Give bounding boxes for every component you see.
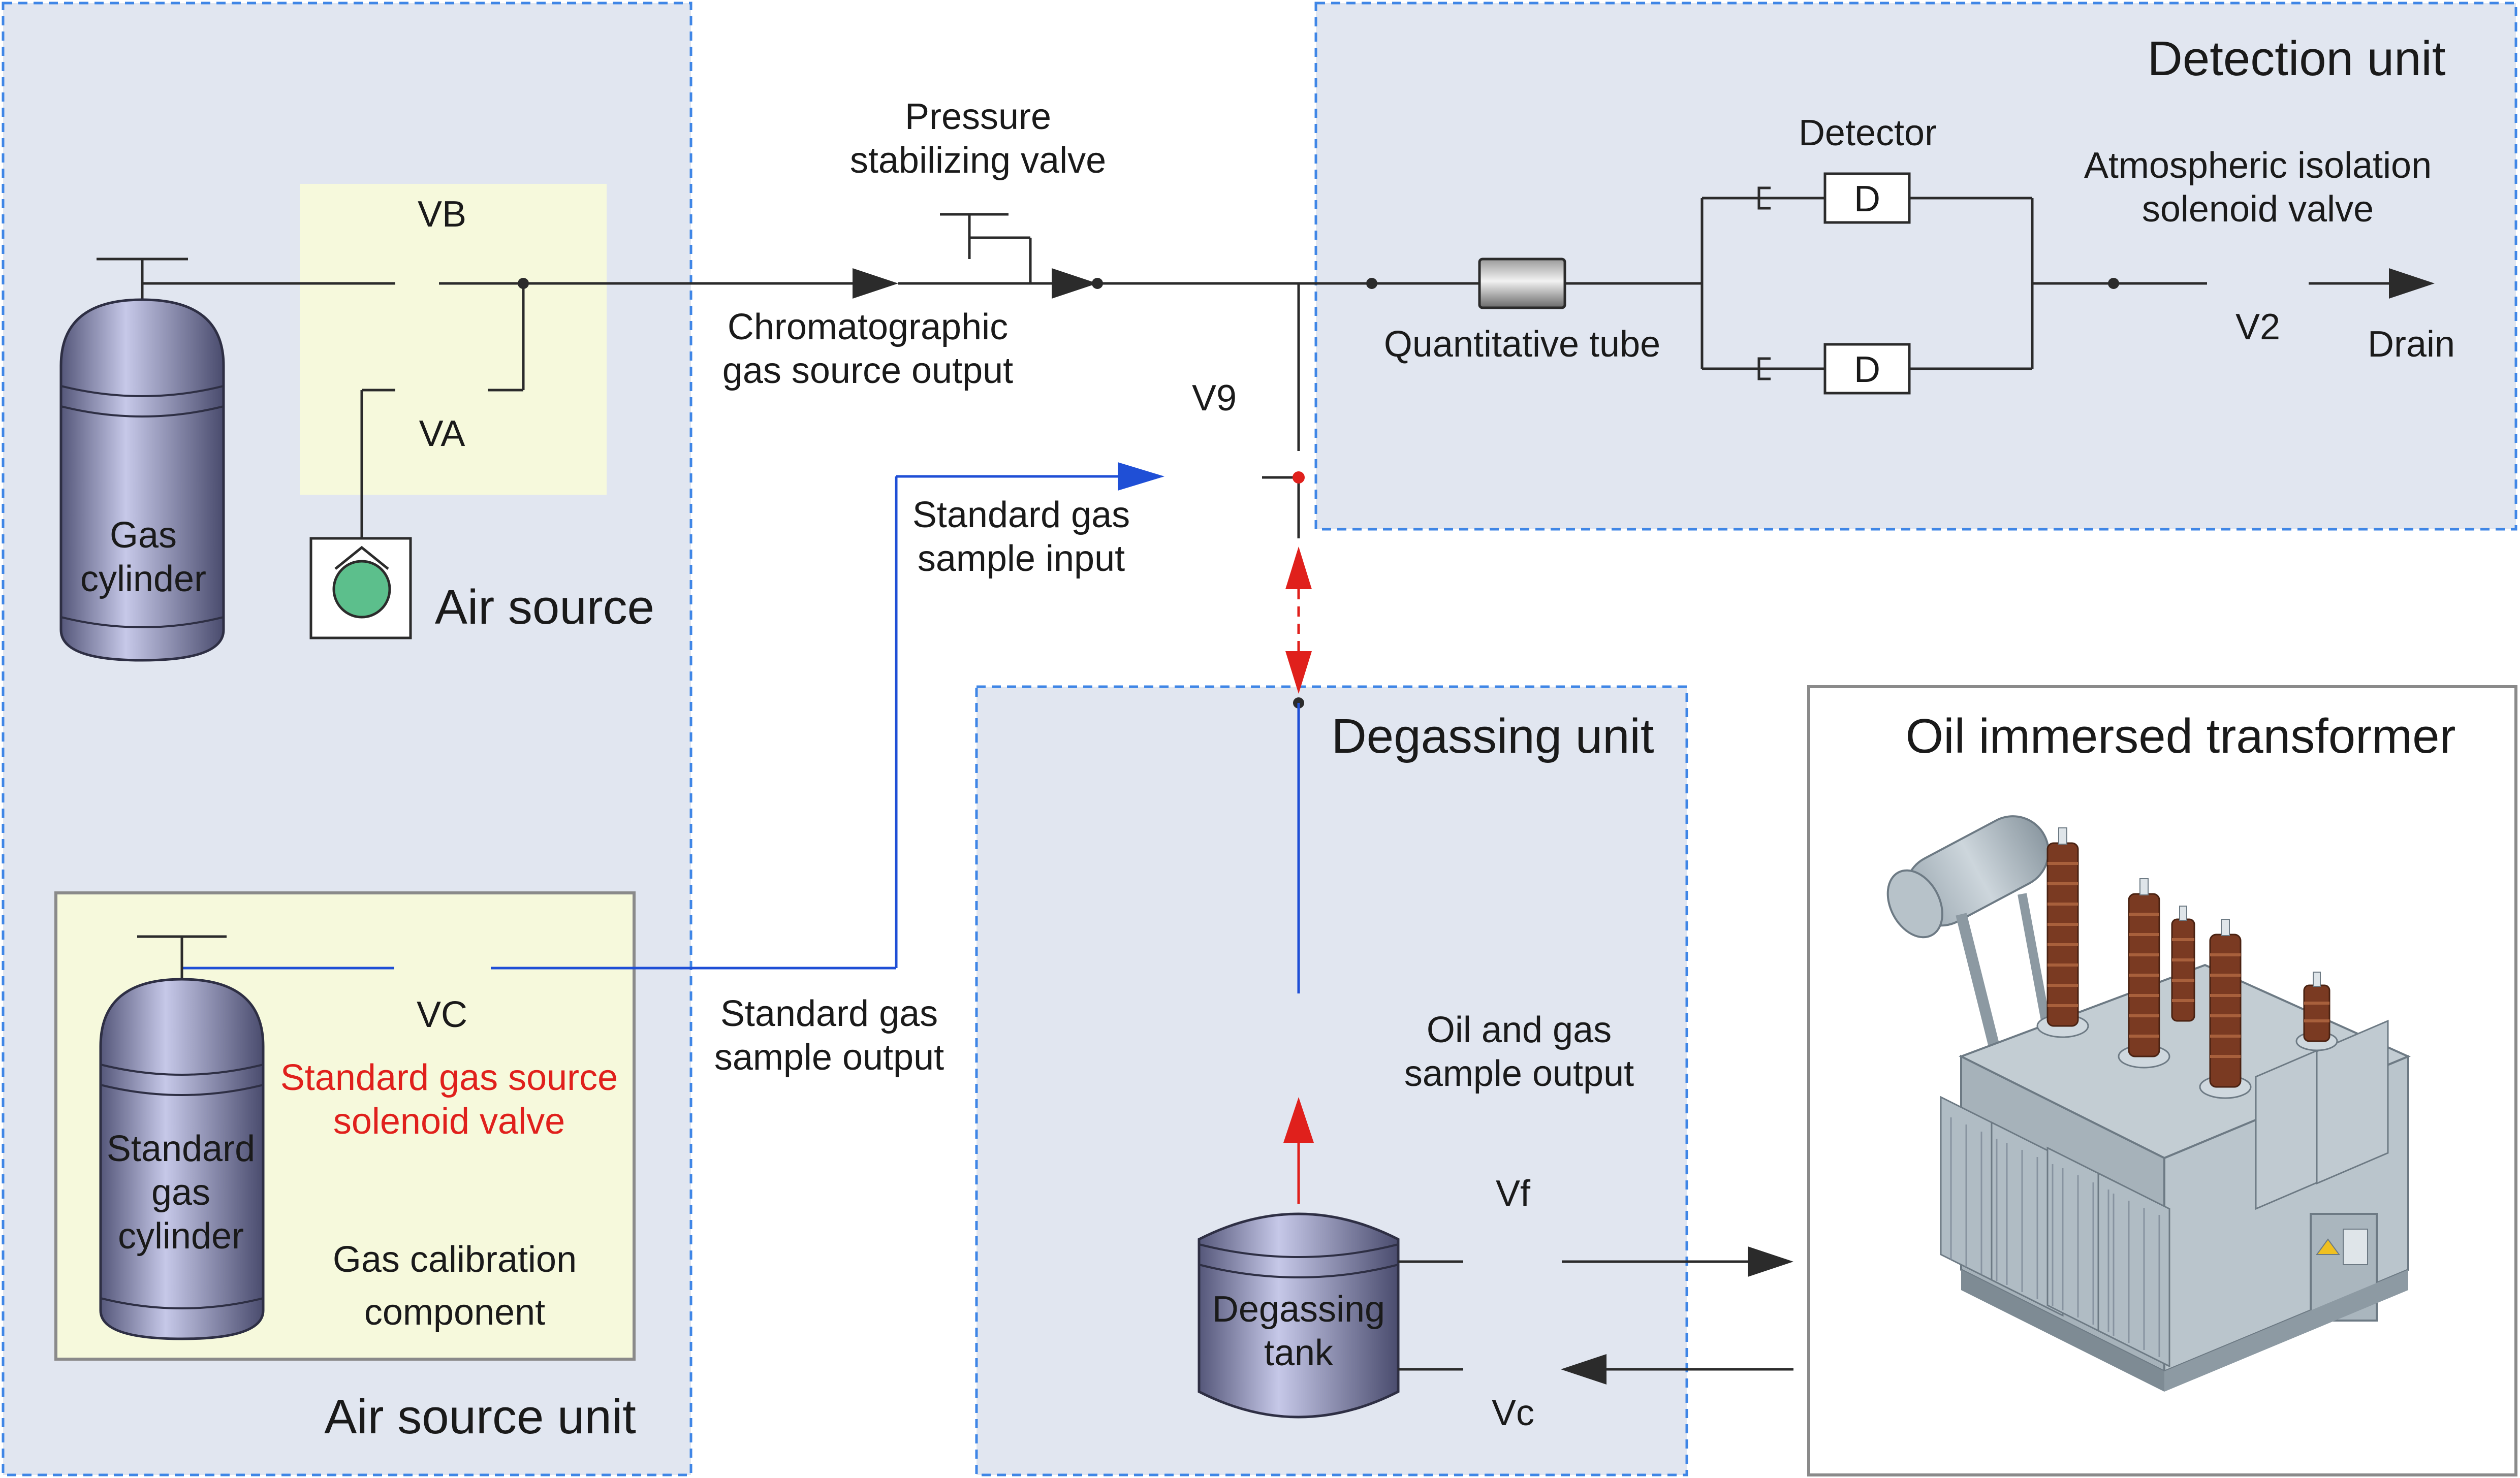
isolation-valve-label-line1: Atmospheric isolation [2084, 145, 2432, 186]
degassing-unit-title: Degassing unit [1331, 709, 1654, 763]
pressure-valve-label-line2: stabilizing valve [850, 140, 1106, 181]
svg-text:D: D [1854, 349, 1880, 390]
chromatographic-output-label-line1: Chromatographic [728, 307, 1008, 347]
valve-v9-label: V9 [1192, 378, 1237, 419]
degassing-output-line [1283, 703, 1314, 1204]
standard-output-label-line2: sample output [714, 1037, 944, 1078]
standard-gas-line [183, 462, 1164, 970]
oil-gas-output-label-line1: Oil and gas [1427, 1010, 1612, 1050]
gas-calibration-label-line1: Gas calibration [333, 1239, 577, 1280]
oil-gas-output-label-line2: sample output [1404, 1053, 1634, 1094]
valve-vc-lower-label: Vc [1492, 1393, 1534, 1433]
drain-line [2309, 268, 2435, 299]
standard-cylinder-label-line3: cylinder [118, 1216, 244, 1257]
standard-valve-label-line2: solenoid valve [333, 1101, 565, 1142]
pressure-stabilizing-valve-symbol [940, 213, 1032, 283]
standard-gas-cylinder: Standard gas cylinder [99, 935, 265, 1340]
gas-cylinder-label-line1: Gas [110, 515, 177, 556]
transformer-title: Oil immersed transformer [1906, 709, 2456, 763]
degassing-tank-label-line1: Degassing [1212, 1289, 1385, 1330]
valve-vb-label: VB [418, 194, 466, 235]
valve-va-label: VA [419, 413, 465, 454]
chromatographic-main-line [523, 268, 1372, 299]
chromatographic-output-label-line2: gas source output [722, 350, 1013, 391]
quantitative-tube-label: Quantitative tube [1384, 324, 1660, 365]
svg-text:D: D [1854, 179, 1880, 219]
pressure-valve-label-line1: Pressure [905, 97, 1051, 137]
air-source-unit-title: Air source unit [324, 1390, 636, 1444]
bidirectional-red-arrow [1285, 547, 1312, 709]
air-source [309, 537, 412, 639]
v9-branch [1262, 283, 1305, 538]
valve-box-vb-va [300, 184, 607, 495]
air-source-label: Air source [435, 580, 654, 634]
gas-cylinder: Gas cylinder [59, 258, 225, 662]
degassing-tank-label-line2: tank [1264, 1333, 1334, 1373]
standard-valve-label-line1: Standard gas source [280, 1057, 618, 1098]
valve-vf-label: Vf [1496, 1173, 1531, 1214]
standard-output-label-line1: Standard gas [720, 993, 938, 1034]
oil-circulation-lines [1398, 1246, 1793, 1385]
standard-input-label-line1: Standard gas [912, 495, 1130, 535]
quantitative-tube [1366, 258, 1702, 309]
valve-vc-upper-label: VC [417, 994, 467, 1035]
detector-label: Detector [1799, 113, 1937, 153]
drain-label: Drain [2368, 324, 2455, 365]
gas-cylinder-label-line2: cylinder [80, 559, 206, 599]
valve-v2-label: V2 [2235, 307, 2280, 347]
detector-bridge [1700, 186, 2207, 380]
gas-calibration-label-line2: component [364, 1292, 545, 1333]
degassing-tank: Degassing tank [1198, 1212, 1400, 1419]
transformer-illustration [1886, 815, 2411, 1392]
standard-cylinder-label-line1: Standard [107, 1129, 255, 1169]
vb-va-piping [142, 278, 529, 548]
standard-cylinder-label-line2: gas [151, 1172, 210, 1213]
standard-input-label-line2: sample input [918, 538, 1125, 579]
detector-top: D [1823, 172, 1911, 224]
isolation-valve-label-line2: solenoid valve [2142, 189, 2374, 230]
detection-unit-title: Detection unit [2147, 31, 2445, 86]
detector-bottom: D [1823, 343, 1911, 395]
